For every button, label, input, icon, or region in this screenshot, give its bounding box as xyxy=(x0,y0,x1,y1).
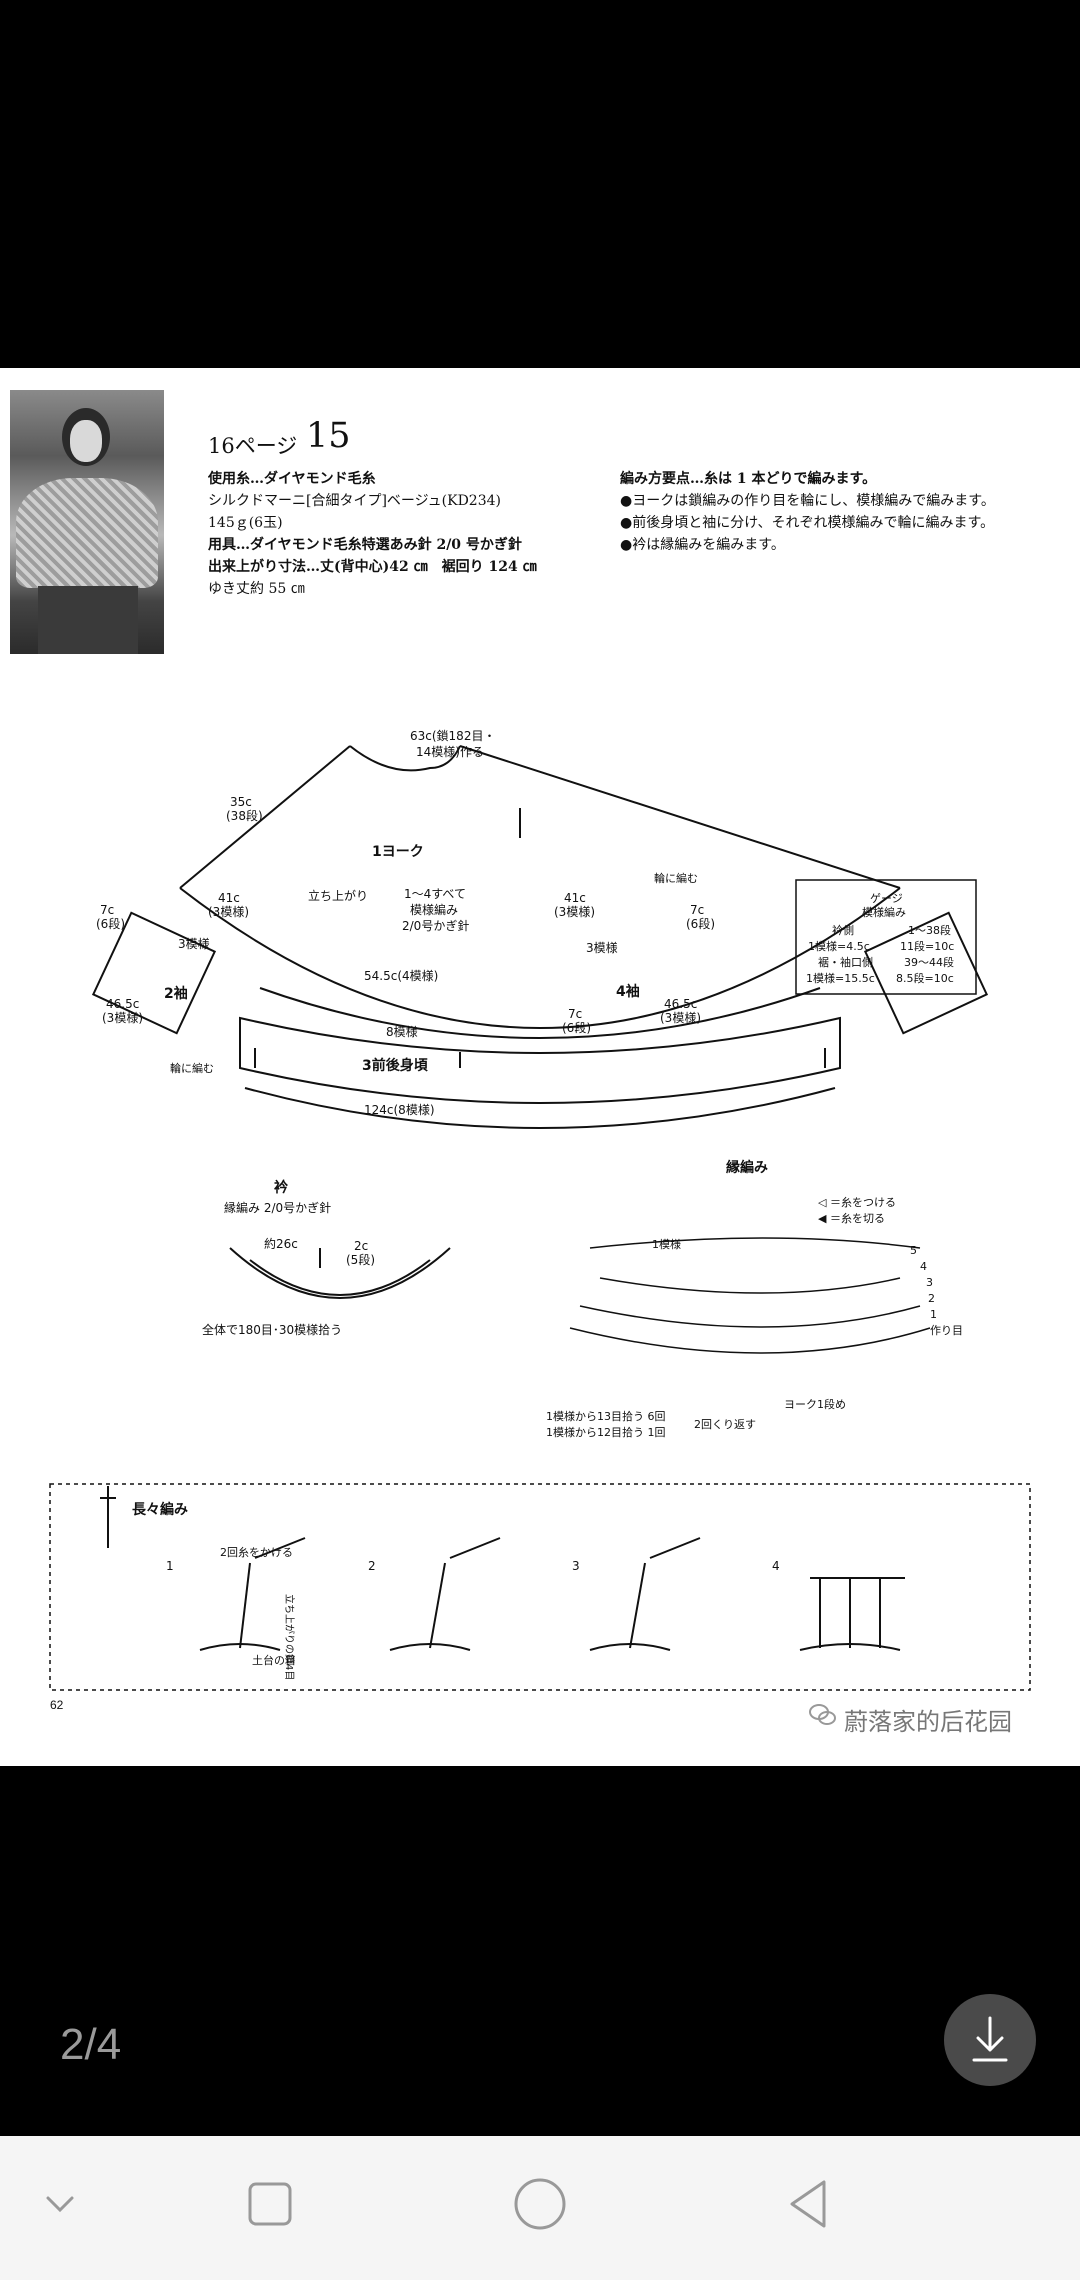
recent-apps-button[interactable] xyxy=(230,2164,310,2244)
chevron-down-icon[interactable] xyxy=(20,2164,100,2244)
edging-repeat: 2回くり返す xyxy=(694,1418,756,1431)
collar-pickup: 全体で180目･30模様拾う xyxy=(202,1322,342,1337)
download-button[interactable] xyxy=(944,1994,1036,2086)
collar-width: 約26c xyxy=(264,1236,298,1251)
diagram-wa-right: 輪に編む xyxy=(654,871,698,885)
gauge-r4-b: 8.5段=10c xyxy=(896,971,954,985)
diagram-545c: 54.5c(4模様) xyxy=(364,969,438,983)
stitch-step-4: 4 xyxy=(772,1559,780,1573)
diagram-465c-left: 46.5c xyxy=(106,997,139,1011)
stitch-step-2: 2 xyxy=(368,1559,376,1573)
points-block: 編み方要点…糸は 1 本どりで編みます。 ●ヨークは鎖編みの作り目を輪にし、模様… xyxy=(620,468,995,556)
model-photo xyxy=(10,390,164,654)
edging-pick2: 1模様から12目拾う 1回 xyxy=(546,1425,666,1439)
diagram-8pat: 8模様 xyxy=(386,1025,418,1039)
diagram-wa-left: 輪に編む xyxy=(170,1061,214,1075)
gauge-r2-b: 11段=10c xyxy=(900,939,954,953)
edging-legend1: ◁ ＝糸をつける xyxy=(818,1196,896,1209)
diagram-top2: 14模様)作る xyxy=(416,745,484,759)
materials-size: 出来上がり寸法…丈(背中心)42 ㎝ 裾回り 124 ㎝ xyxy=(208,559,537,575)
diagram-left-top2: (38段) xyxy=(226,808,263,823)
edging-row-5: 5 xyxy=(910,1244,917,1257)
document-page: 16ページ 15 使用糸…ダイヤモンド毛糸 シルクドマーニ[合細タイプ]ベージュ… xyxy=(0,368,1080,1766)
back-button[interactable] xyxy=(770,2164,850,2244)
pattern-number: 15 xyxy=(306,416,351,456)
edging-row-3: 3 xyxy=(926,1276,933,1289)
materials-amount: 145ｇ(6玉) xyxy=(208,515,283,531)
edging-row-2: 2 xyxy=(928,1292,935,1305)
stitch-base: 土台の目 xyxy=(252,1653,296,1667)
edging-yoke-row: ヨーク1段め xyxy=(784,1397,846,1411)
diagram-tachiagari: 立ち上がり xyxy=(308,888,368,903)
collar-height2: (5段) xyxy=(346,1252,375,1267)
edging-base: 作り目 xyxy=(930,1324,963,1337)
gauge-title: ゲージ xyxy=(870,892,903,905)
materials-yarn: 使用糸…ダイヤモンド毛糸 xyxy=(208,471,376,487)
materials-sleeve: ゆき丈約 55 ㎝ xyxy=(208,581,305,597)
diagram-7c-body2: (6段) xyxy=(562,1020,591,1035)
stitch-chain-up: 立ち上がりの鎖4目 xyxy=(283,1594,296,1680)
watermark: 蔚落家的后花园 xyxy=(844,1708,1012,1736)
edging-row-1: 1 xyxy=(930,1308,937,1321)
materials-tools: 用具…ダイヤモンド毛糸特選あみ針 2/0 号かぎ針 xyxy=(208,537,522,553)
diagram-41c-right: 41c xyxy=(564,891,586,905)
points-title: 編み方要点…糸は 1 本どりで編みます。 xyxy=(620,471,877,487)
diagram-465c-right2: (3模様) xyxy=(660,1011,701,1025)
edging-title: 縁編み xyxy=(726,1159,768,1176)
diagram-sleeve-left: 2袖 xyxy=(164,985,188,1002)
points-item-3: ●衿は縁編みを編みます。 xyxy=(620,537,785,553)
diagram-3pat-left: 3模様 xyxy=(178,937,210,951)
collar-sub: 縁編み 2/0号かぎ針 xyxy=(224,1200,331,1215)
points-item-2: ●前後身頃と袖に分け、それぞれ模様編みで輪に編みます。 xyxy=(620,515,995,531)
page-number: 62 xyxy=(50,1698,64,1712)
stitch-step-3: 3 xyxy=(572,1559,580,1573)
collar-height: 2c xyxy=(354,1239,368,1253)
materials-block: 使用糸…ダイヤモンド毛糸 シルクドマーニ[合細タイプ]ベージュ(KD234) 1… xyxy=(208,468,537,600)
diagram-41c-right2: (3模様) xyxy=(554,905,595,919)
diagram-7c-body: 7c xyxy=(568,1007,582,1021)
gauge-r3-b: 39～44段 xyxy=(904,955,954,969)
diagram-465c-right: 46.5c xyxy=(664,997,697,1011)
edging-row-4: 4 xyxy=(920,1260,927,1273)
diagram-465c-left2: (3模様) xyxy=(102,1011,143,1025)
gauge-r1-b: 1～38段 xyxy=(908,923,951,937)
edging-one-pattern: 1模様 xyxy=(652,1237,681,1251)
diagram-hook: 2/0号かぎ針 xyxy=(402,918,469,933)
materials-yarn-detail: シルクドマーニ[合細タイプ]ベージュ(KD234) xyxy=(208,493,501,509)
diagram-7c-right2: (6段) xyxy=(686,916,715,931)
diagram-sleeve-right: 4袖 xyxy=(616,983,640,1000)
diagram-7c-left: 7c xyxy=(100,903,114,917)
points-item-1: ●ヨークは鎖編みの作り目を輪にし、模様編みで編みます。 xyxy=(620,493,995,509)
pattern-diagrams: 63c(鎖182目・ 14模様)作る 35c (38段) 1ヨーク 立ち上がり … xyxy=(49,728,1031,1691)
edging-legend2: ◀ ＝糸を切る xyxy=(818,1212,885,1225)
diagram-pattern-name: 模様編み xyxy=(410,902,458,917)
home-button[interactable] xyxy=(500,2164,580,2244)
diagram-all-pattern: 1～4すべて xyxy=(404,887,466,901)
gauge-r4-a: 1模様=15.5c xyxy=(806,971,875,985)
diagram-124c: 124c(8模様) xyxy=(364,1103,435,1117)
page-reference: 16ページ xyxy=(208,434,298,458)
stitch-title: 長々編み xyxy=(132,1501,188,1518)
stitch-wrap: 2回糸をかける xyxy=(220,1546,293,1559)
diagram-yoke: 1ヨーク xyxy=(372,844,424,860)
diagram-3pat-right: 3模様 xyxy=(586,941,618,955)
gauge-r2-a: 1模様=4.5c xyxy=(808,939,870,953)
diagram-41c-left: 41c xyxy=(218,891,240,905)
download-icon xyxy=(972,2016,1008,2062)
image-counter: 2/4 xyxy=(60,2020,122,2069)
diagram-7c-left2: (6段) xyxy=(96,916,125,931)
collar-title: 衿 xyxy=(274,1179,289,1196)
system-nav-bar xyxy=(0,2136,1080,2280)
diagram-body: 3前後身頃 xyxy=(362,1057,429,1074)
gauge-r3-a: 裾・袖口側 xyxy=(818,955,873,969)
diagram-7c-right: 7c xyxy=(690,903,704,917)
diagram-41c-left2: (3模様) xyxy=(208,905,249,919)
wechat-icon xyxy=(809,1704,836,1725)
edging-pick1: 1模様から13目拾う 6回 xyxy=(546,1409,666,1423)
gauge-sub: 模様編み xyxy=(862,905,906,919)
diagram-top: 63c(鎖182目・ xyxy=(410,728,495,743)
gauge-r1-a: 衿側 xyxy=(832,923,854,937)
stitch-step-1: 1 xyxy=(166,1559,174,1573)
diagram-left-top: 35c xyxy=(230,795,252,809)
